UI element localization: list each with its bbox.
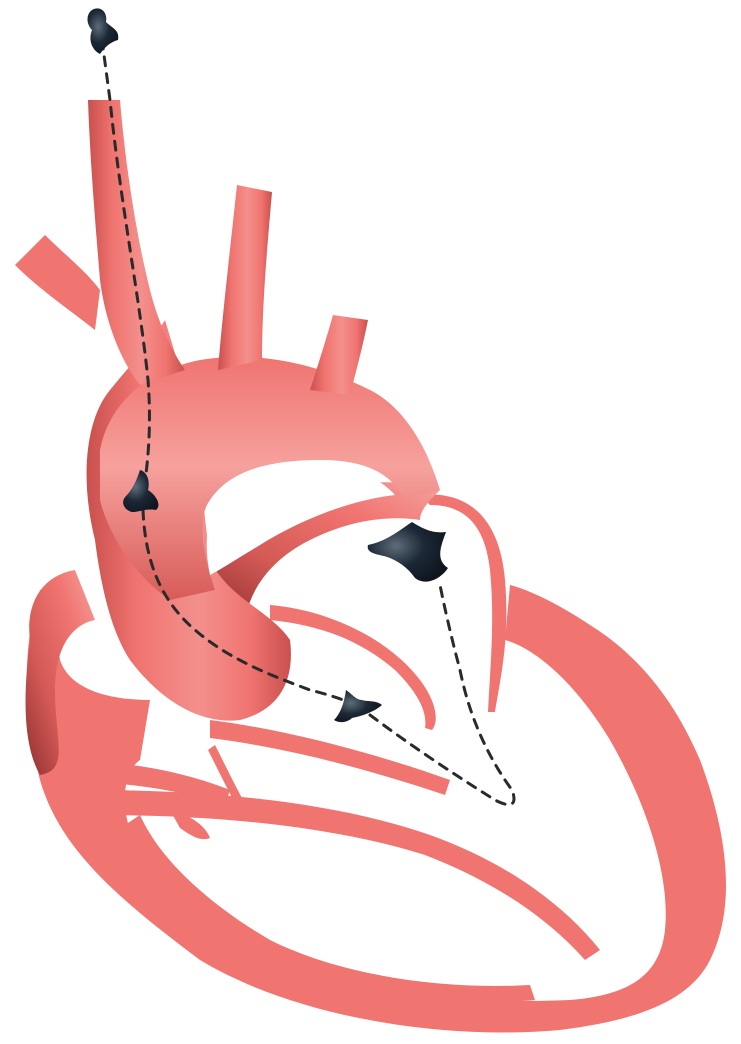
left-common-carotid <box>218 185 272 370</box>
left-subclavian <box>310 315 368 395</box>
aorta <box>15 100 440 721</box>
clot-top <box>88 8 119 54</box>
clot-left-atrium <box>368 522 448 582</box>
subclavian-branch <box>15 235 100 330</box>
